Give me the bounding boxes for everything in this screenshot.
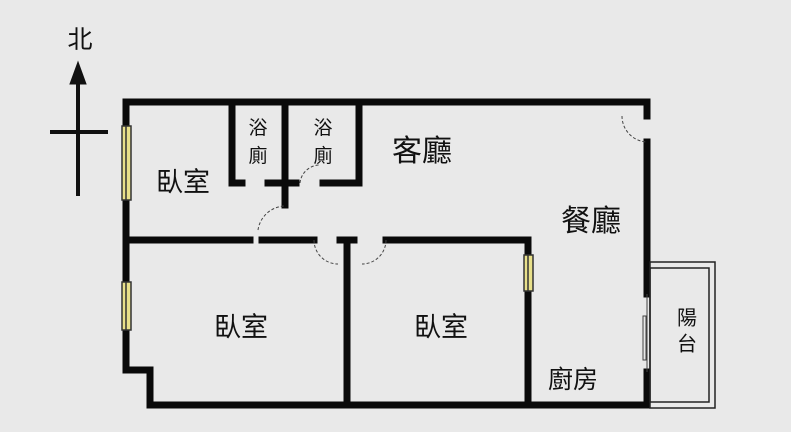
room-label-bath-1: 浴廁	[248, 117, 268, 167]
compass-icon	[50, 60, 108, 196]
room-label-living-room: 客廳	[392, 134, 452, 169]
walls	[122, 98, 651, 409]
doors	[257, 115, 648, 372]
balcony-outline	[649, 261, 716, 409]
room-label-bedroom-bottom-left: 臥室	[214, 312, 268, 344]
room-label-balcony: 陽台	[673, 307, 698, 359]
room-label-bedroom-bottom-middle: 臥室	[414, 312, 468, 344]
windows	[121, 125, 534, 331]
room-label-bath-2: 浴廁	[313, 117, 333, 167]
room-label-dining-room: 餐廳	[561, 204, 621, 239]
room-label-bedroom-top-left: 臥室	[156, 167, 210, 199]
north-label: 北	[67, 25, 93, 54]
room-label-kitchen: 廚房	[547, 365, 599, 394]
